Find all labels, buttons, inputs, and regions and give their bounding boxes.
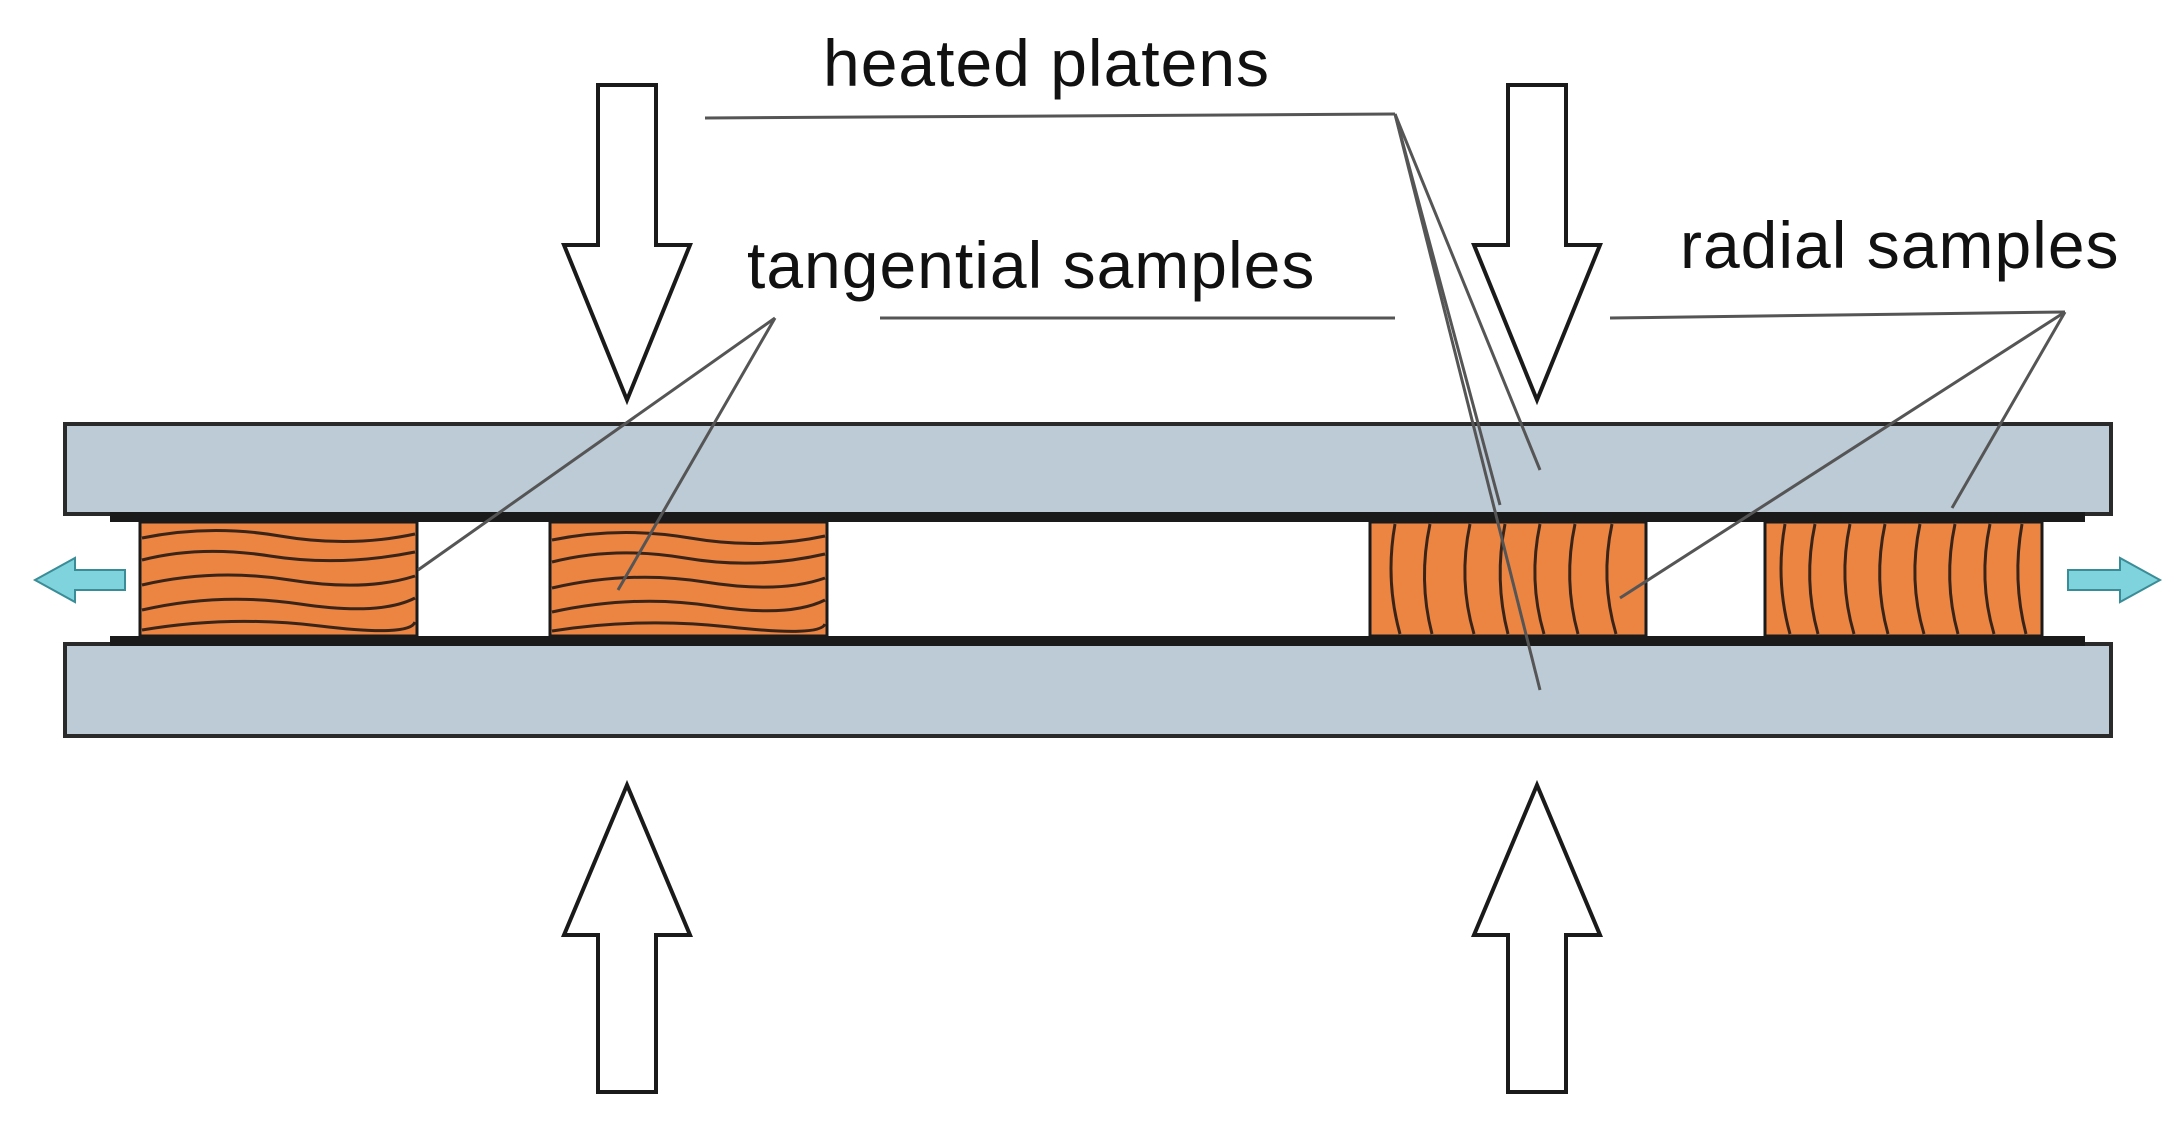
tangential-sample-2 (548, 520, 829, 638)
tangential-samples-leaders (417, 316, 1395, 591)
heated-platens-label: heated platens (823, 26, 1271, 100)
tangential-sample-1 (138, 520, 419, 638)
radial-samples-label: radial samples (1680, 208, 2120, 282)
upper-contact-strip (110, 512, 2085, 522)
down-arrow-right (1471, 83, 1603, 406)
tangential-samples-label: tangential samples (747, 228, 1316, 302)
side-arrow-right (2067, 556, 2163, 604)
radial-sample-1 (1368, 520, 1648, 638)
radial-sample-2 (1763, 520, 2044, 638)
upper-platen (63, 422, 2113, 516)
side-arrow-left (32, 556, 126, 604)
lower-platen (63, 642, 2113, 738)
down-arrow-left (561, 83, 693, 406)
lower-contact-strip (110, 636, 2085, 646)
heated-platens-leaders (704, 112, 1542, 691)
up-arrow-left (560, 779, 694, 1094)
radial-samples-leaders (1609, 310, 2067, 600)
up-arrow-right (1470, 779, 1604, 1094)
